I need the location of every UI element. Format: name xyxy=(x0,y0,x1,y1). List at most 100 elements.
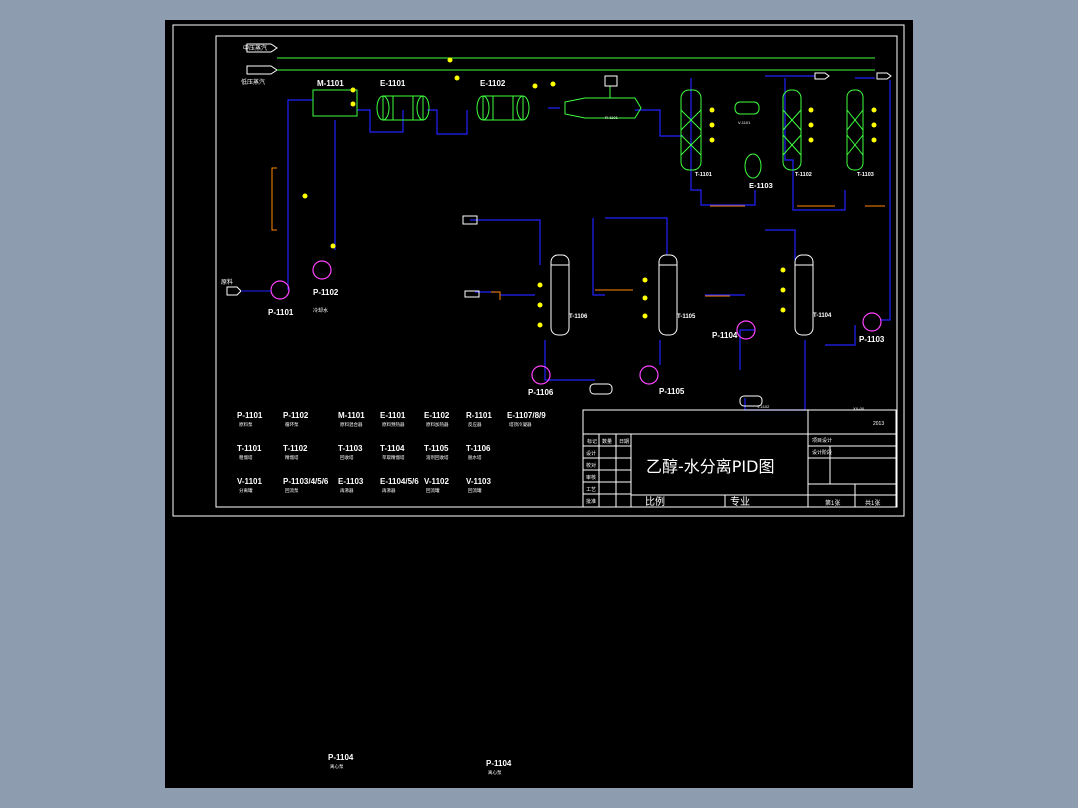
vessel-v1103 xyxy=(739,395,763,407)
legend-tag: P-1103/4/5/6 xyxy=(283,477,329,486)
label-e1101: E-1101 xyxy=(380,79,406,88)
legend-desc: 原料混合器 xyxy=(340,421,363,428)
drawing-title: 乙醇-水分离PID图 xyxy=(646,457,774,476)
tower-t1106 xyxy=(550,254,570,336)
legend-tag: E-1101 xyxy=(380,411,406,420)
legend-tag: T-1102 xyxy=(283,444,308,453)
equipment-labels: M-1101 E-1101 E-1102 R-1101 V-1101 T-110… xyxy=(221,79,885,409)
bottom-note-tag: P-1104 xyxy=(486,759,512,768)
drawing-code: 2013 xyxy=(873,421,884,427)
inner-frame xyxy=(215,35,898,508)
legend-desc: 原料泵 xyxy=(239,421,253,428)
pid-diagram: 中压蒸汽 低压蒸汽 xyxy=(172,24,905,776)
legend-desc: 粗馏塔 xyxy=(239,454,253,461)
steam-low-label: 低压蒸汽 xyxy=(241,78,265,86)
row-check: 校对 xyxy=(586,462,596,469)
tower-t1101 xyxy=(680,89,702,171)
legend-desc: 回流罐 xyxy=(426,487,440,494)
legend-desc: 再沸器 xyxy=(340,487,354,494)
legend-tag: R-1101 xyxy=(466,411,492,420)
instrument-bubbles xyxy=(302,57,877,328)
legend-desc: 回流罐 xyxy=(468,487,482,494)
legend-tag: T-1106 xyxy=(466,444,491,453)
legend-desc: 脱水塔 xyxy=(468,454,482,461)
row-review: 审核 xyxy=(586,474,596,481)
pump-p1105 xyxy=(639,365,659,385)
sheet-label: 第1张 xyxy=(825,499,840,507)
row-design: 设计 xyxy=(586,450,596,457)
scale-label: 比例 xyxy=(645,495,665,508)
legend-tag: T-1103 xyxy=(338,444,363,453)
legend-tag: T-1101 xyxy=(237,444,262,453)
title-block-text: 乙醇-水分离PID图 标记 数量 日期 设计 校对 审核 工艺 批准 项目设计 … xyxy=(586,406,884,508)
pump-p1106 xyxy=(531,365,551,385)
col-header-date: 日期 xyxy=(619,439,629,445)
legend-desc: 回收塔 xyxy=(340,454,354,461)
legend-desc: 反应器 xyxy=(468,421,482,428)
bottom-note-tag: P-1104 xyxy=(328,753,354,762)
steam-headers: 中压蒸汽 低压蒸汽 xyxy=(241,43,875,86)
legend-tag: E-1103 xyxy=(338,477,364,486)
outlet-arrow xyxy=(462,215,478,225)
label-e1102: E-1102 xyxy=(480,79,506,88)
tower-t1103 xyxy=(846,89,864,171)
col-header-qty: 数量 xyxy=(602,438,612,445)
label-feed: 原料 xyxy=(221,278,233,286)
legend-tag: E-1104/5/6 xyxy=(380,477,419,486)
bottom-note-desc: 离心泵 xyxy=(330,763,344,770)
label-cooling: 冷却水 xyxy=(313,307,328,314)
heat-exchanger-e1101 xyxy=(376,95,430,121)
legend-tag: V-1103 xyxy=(466,477,491,486)
tower-t1102 xyxy=(782,89,802,171)
vessel-v1102 xyxy=(589,383,613,395)
exchanger-e1103 xyxy=(744,153,762,179)
legend-desc: 循环泵 xyxy=(285,421,299,428)
legend-desc: 溶剂回收塔 xyxy=(426,454,449,461)
label-e1103: E-1103 xyxy=(749,181,773,190)
label-p1105: P-1105 xyxy=(659,387,685,396)
total-label: 共1张 xyxy=(865,499,880,507)
pump-p1102 xyxy=(312,260,332,280)
utility-piping xyxy=(271,167,885,300)
legend-desc: 萃取精馏塔 xyxy=(382,454,405,461)
label-t1106: T-1106 xyxy=(569,314,588,320)
tower-t1105 xyxy=(658,254,678,336)
vessel-v1101 xyxy=(734,101,760,115)
recycle-arrow xyxy=(464,290,480,298)
label-v1101: V-1101 xyxy=(738,120,751,125)
legend-tag: V-1101 xyxy=(237,477,262,486)
legend-desc: 塔顶冷凝器 xyxy=(509,421,532,428)
legend-desc: 回流泵 xyxy=(285,487,299,494)
legend-desc: 再沸器 xyxy=(382,487,396,494)
legend-tag: M-1101 xyxy=(338,411,365,420)
label-p1103: P-1103 xyxy=(859,335,885,344)
pump-p1104 xyxy=(736,320,756,340)
label-t1105: T-1105 xyxy=(677,314,696,320)
col-header-mark: 标记 xyxy=(587,438,597,445)
label-p1101: P-1101 xyxy=(268,308,294,317)
row-process: 工艺 xyxy=(586,487,596,493)
feed-arrow xyxy=(226,286,242,296)
pumps xyxy=(270,260,882,385)
bottom-note-desc: 离心泵 xyxy=(488,769,502,776)
steam-mid-label: 中压蒸汽 xyxy=(243,44,267,52)
heat-exchanger-e1102 xyxy=(476,95,530,121)
small-code: XX-00 xyxy=(853,406,865,411)
label-t1103: T-1103 xyxy=(857,172,874,178)
process-piping xyxy=(287,75,891,411)
label-t1102: T-1102 xyxy=(795,172,812,178)
project-design: 项目设计 xyxy=(812,437,832,444)
drawing-sheet: 中压蒸汽 低压蒸汽 xyxy=(165,20,913,788)
reactor-r1101 xyxy=(564,75,642,119)
lower-towers xyxy=(550,254,814,336)
label-t1104: T-1104 xyxy=(813,313,832,319)
legend-tag: T-1104 xyxy=(380,444,405,453)
label-p1102: P-1102 xyxy=(313,288,339,297)
legend-desc: 原料预热器 xyxy=(382,421,405,428)
legend-desc: 精馏塔 xyxy=(285,454,299,461)
label-r1101: R-1101 xyxy=(605,115,619,120)
legend-tag: V-1102 xyxy=(424,477,449,486)
legend-tag: E-1107/8/9 xyxy=(507,411,546,420)
legend-tag: P-1102 xyxy=(283,411,309,420)
